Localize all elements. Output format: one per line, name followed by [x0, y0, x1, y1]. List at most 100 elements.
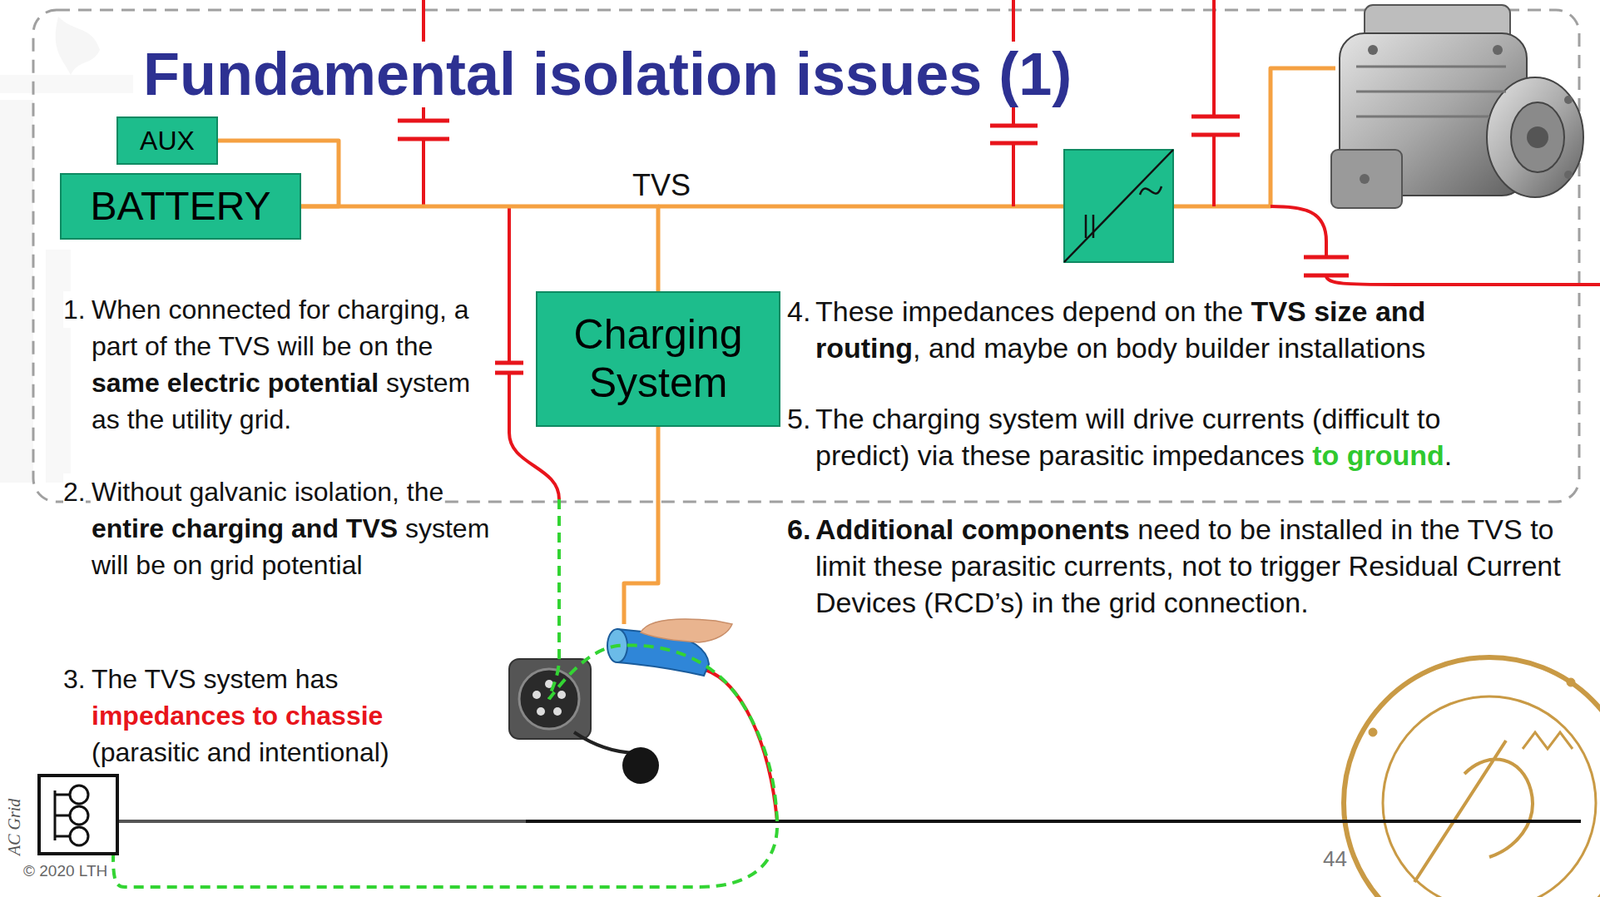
callout-number: 2. — [63, 473, 86, 511]
electric-motor — [1331, 149, 1402, 209]
electric-motor — [1510, 102, 1565, 173]
note-text: same electric potential — [91, 367, 379, 398]
vehicle-boundary — [33, 9, 1580, 502]
parasitic-capacitors — [507, 206, 511, 363]
grid-symbol — [69, 827, 89, 846]
converter-symbol — [1064, 149, 1174, 263]
background-building — [0, 74, 134, 94]
note-text: to ground — [1312, 439, 1445, 471]
charging-inlet — [622, 747, 659, 784]
parasitic-capacitors — [495, 362, 524, 373]
slide-title: Fundamental isolation issues (1) — [139, 41, 1075, 108]
ground-line — [525, 819, 1581, 823]
note-text: . — [1444, 439, 1452, 471]
bus-label: TVS — [632, 168, 691, 203]
charging-inlet — [574, 732, 638, 753]
converter-symbol — [1064, 149, 1174, 263]
converter-symbol — [1085, 214, 1094, 238]
lund-seal — [1343, 657, 1600, 897]
box-label: Charging System — [554, 311, 763, 407]
electric-motor — [1367, 44, 1378, 55]
background-building — [55, 16, 100, 75]
charging-plug — [607, 619, 733, 676]
parasitic-capacitors — [990, 125, 1038, 144]
electric-motor — [1486, 77, 1584, 198]
parasitic-capacitors — [1270, 206, 1327, 258]
component-box: AUX — [116, 116, 218, 165]
component-box: BATTERY — [59, 173, 302, 240]
box-label: AUX — [139, 125, 195, 157]
note-text: When connected for charging, a part of t… — [91, 291, 491, 438]
note-text: Without galvanic isolation, the entire c… — [91, 473, 491, 584]
note-text: Additional components — [815, 513, 1130, 545]
note-text: These impedances depend on the TVS size … — [815, 292, 1490, 367]
lund-seal — [1566, 678, 1576, 687]
lund-seal — [1414, 740, 1533, 882]
note-text: impedances to chassie — [91, 700, 383, 731]
note-text: The charging system will drive currents … — [815, 400, 1515, 474]
charging-cable — [705, 669, 778, 822]
grid-symbol — [54, 790, 70, 841]
parasitic-capacitors — [1191, 116, 1240, 135]
converter-symbol — [1139, 186, 1162, 195]
note-block: 6.Additional components need to be insta… — [787, 510, 1594, 621]
copyright: © 2020 LTH — [23, 861, 108, 881]
note-text: When connected for charging, a part of t… — [91, 294, 470, 362]
electric-motor — [1526, 126, 1549, 149]
lund-seal — [1382, 696, 1596, 897]
ground-line — [117, 819, 1581, 823]
grid-symbol — [39, 775, 118, 854]
page-number: 44 — [1322, 847, 1348, 872]
callout-number: 1. — [63, 291, 86, 328]
converter-symbol — [1064, 149, 1174, 263]
note-text: Additional components need to be install… — [815, 510, 1594, 621]
tvs-wiring — [658, 204, 1065, 209]
note-text: (parasitic and intentional) — [91, 737, 390, 768]
note-text: The TVS system has — [91, 663, 338, 694]
grid-symbol — [39, 775, 118, 854]
note-text: These impedances depend on the — [815, 295, 1244, 327]
parasitic-capacitors — [1212, 0, 1216, 207]
note-block: 3.The TVS system has impedances to chass… — [63, 660, 491, 771]
charging-inlet — [553, 707, 562, 716]
ground-line — [117, 819, 526, 823]
callout-number: 3. — [63, 660, 86, 698]
callout-number: 6. — [787, 510, 811, 548]
parasitic-capacitors — [397, 120, 450, 139]
power-wire — [301, 206, 659, 292]
lund-seal — [1343, 657, 1600, 897]
grid-symbol — [69, 806, 89, 825]
note-block: 4.These impedances depend on the TVS siz… — [787, 292, 1490, 367]
note-text: , and maybe on body builder installation… — [912, 331, 1426, 364]
tvs-wiring — [624, 426, 659, 625]
component-box: Charging System — [535, 291, 781, 427]
electric-motor — [1564, 95, 1573, 105]
note-text: The TVS system has impedances to chassie… — [91, 660, 491, 771]
electric-motor — [1331, 4, 1584, 209]
note-text: Without galvanic isolation, the — [91, 476, 444, 507]
lund-seal — [1522, 732, 1573, 749]
background-building — [45, 249, 71, 483]
electric-motor — [1564, 170, 1573, 179]
box-label: BATTERY — [90, 183, 272, 229]
electric-motor — [1359, 173, 1370, 184]
callout-number: 5. — [787, 400, 811, 437]
charging-inlet — [536, 707, 545, 716]
parasitic-capacitors — [1303, 257, 1349, 276]
charging-inlet — [509, 658, 659, 784]
charging-inlet — [532, 690, 541, 699]
note-text: entire charging and TVS — [91, 513, 398, 544]
electric-motor — [1356, 66, 1506, 117]
lund-seal — [1368, 728, 1378, 737]
grid-symbol — [69, 785, 89, 804]
note-block: 2.Without galvanic isolation, the entire… — [63, 473, 491, 584]
charging-plug — [640, 619, 733, 643]
note-block: 5.The charging system will drive current… — [787, 400, 1515, 474]
parasitic-capacitors — [1326, 275, 1600, 285]
callout-number: 4. — [787, 292, 811, 330]
charging-inlet — [557, 690, 566, 699]
footer-label: AC Grid — [4, 798, 25, 856]
tvs-wiring — [1173, 68, 1336, 207]
electric-motor — [1492, 44, 1503, 55]
note-block: 1.When connected for charging, a part of… — [63, 291, 491, 438]
